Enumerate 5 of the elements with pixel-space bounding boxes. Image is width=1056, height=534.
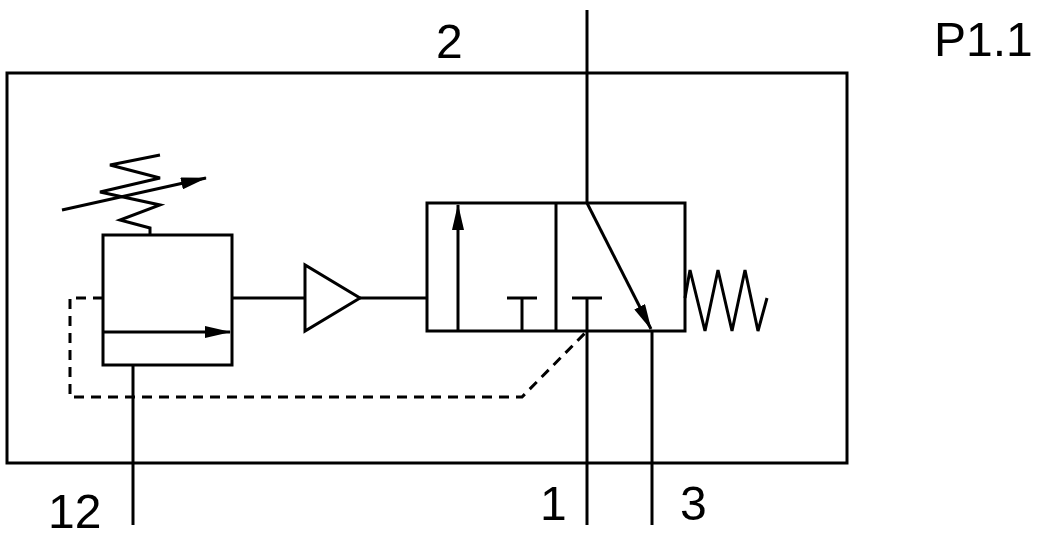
port-number: 1: [540, 480, 567, 528]
port-number: 3: [680, 480, 707, 528]
port-number: 12: [48, 488, 102, 534]
port-number: 2: [436, 18, 463, 66]
device-label: P1.1: [934, 16, 1033, 64]
